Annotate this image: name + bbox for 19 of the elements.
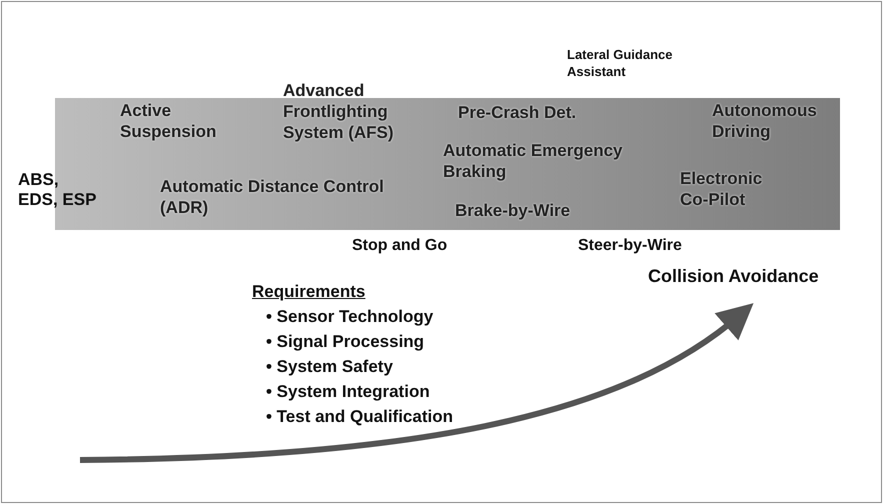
heading: Requirements (252, 282, 366, 302)
list-item: • System Safety (266, 356, 394, 378)
feature-label: ABS, EDS, ESP (18, 170, 98, 210)
list-item: • Sensor Technology (266, 306, 434, 328)
list-item: • System Integration (266, 381, 431, 403)
list-item: • Signal Processing (266, 331, 426, 353)
feature-label: Stop and Go (352, 236, 448, 256)
feature-label: Automatic Emergency Braking (443, 140, 624, 182)
feature-label: Lateral Guidance Assistant (567, 46, 674, 80)
feature-label: Steer-by-Wire (578, 236, 683, 256)
feature-label: Advanced Frontlighting System (AFS) (283, 80, 395, 143)
feature-label: Pre-Crash Det. (458, 102, 578, 123)
list-item: • Test and Qualification (266, 406, 453, 428)
feature-label: Electronic Co-Pilot (680, 168, 764, 210)
feature-label: Collision Avoidance (648, 266, 820, 286)
feature-label: Automatic Distance Control (ADR) (160, 176, 385, 218)
feature-label: Brake-by-Wire (455, 200, 572, 221)
feature-label: Active Suspension (120, 100, 218, 142)
feature-label: Autonomous Driving (712, 100, 818, 142)
